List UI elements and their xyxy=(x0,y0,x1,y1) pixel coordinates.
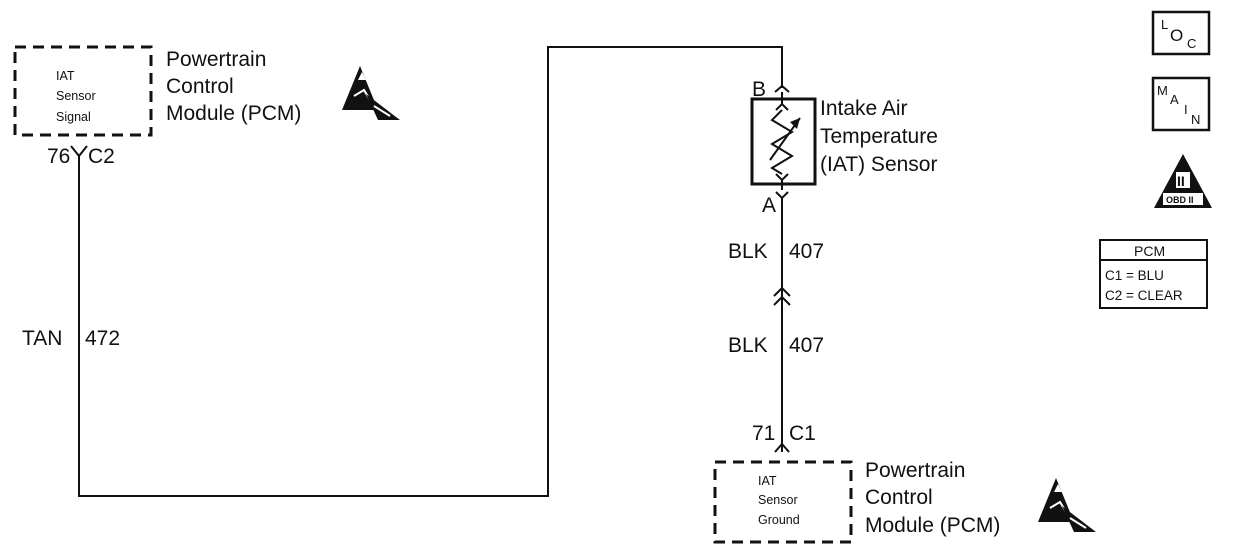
pcm-signal-module: IAT Sensor Signal Powertrain Control Mod… xyxy=(13,45,400,168)
pcm-signal-label-line-3: Module (PCM) xyxy=(166,102,301,125)
iat-label-line-2: Temperature xyxy=(820,125,938,148)
loc-icon: L O C xyxy=(1151,10,1211,56)
loc-icon-letter-c: C xyxy=(1187,36,1196,51)
obd-ii-text: OBD II xyxy=(1166,195,1194,205)
pcm-ground-label-line-1: Powertrain xyxy=(865,459,965,482)
pcm-table-row-1: C1 = BLU xyxy=(1105,268,1164,283)
pcm-signal-connector: C2 xyxy=(88,145,115,168)
signal-wire-circuit: 472 xyxy=(85,327,120,350)
main-icon-letter-a: A xyxy=(1170,92,1179,107)
iat-label-line-3: (IAT) Sensor xyxy=(820,153,937,176)
ground-wire-lower-circuit: 407 xyxy=(789,334,824,357)
loc-icon-letter-l: L xyxy=(1161,17,1168,32)
iat-terminal-a-mark xyxy=(775,191,789,200)
signal-wire-color: TAN xyxy=(22,327,62,350)
pcm-signal-label-line-1: Powertrain xyxy=(166,48,266,71)
iat-label-line-1: Intake Air xyxy=(820,97,908,120)
pcm-ground-label-line-2: Control xyxy=(865,486,933,509)
pcm-ground-pin: 71 xyxy=(752,422,775,445)
pcm-signal-box-line-2: Sensor xyxy=(56,89,96,103)
obd-ii-icon: II OBD II xyxy=(1154,154,1212,208)
iat-inner-arrow-bottom xyxy=(775,173,789,182)
ground-wire-upper-circuit: 407 xyxy=(789,240,824,263)
signal-wire: TAN 472 xyxy=(22,46,783,497)
pcm-signal-label-line-2: Control xyxy=(166,75,234,98)
pcm-signal-box-line-1: IAT xyxy=(56,69,75,83)
iat-inner-arrow-top xyxy=(775,102,789,111)
pcm-signal-dashed-box xyxy=(13,45,153,137)
main-icon-letter-n: N xyxy=(1191,112,1200,127)
pcm-signal-pin: 76 xyxy=(47,145,70,168)
ground-wire: BLK 407 BLK 407 71 C1 xyxy=(728,198,824,453)
pcm-connector-table: PCM C1 = BLU C2 = CLEAR xyxy=(1099,239,1208,309)
iat-terminal-b: B xyxy=(752,78,766,101)
iat-terminal-b-mark xyxy=(774,84,790,93)
loc-icon-letter-o: O xyxy=(1170,26,1183,45)
pcm-ground-connector: C1 xyxy=(789,422,816,445)
main-icon: M A I N xyxy=(1151,76,1211,132)
pcm-ground-box-line-1: IAT xyxy=(758,474,777,488)
esd-warning-icon xyxy=(342,66,400,120)
esd-warning-icon xyxy=(1038,478,1096,532)
pcm-table-row-2: C2 = CLEAR xyxy=(1105,288,1183,303)
iat-variable-arrowhead xyxy=(790,118,800,129)
pcm-ground-box-line-3: Ground xyxy=(758,513,800,527)
signal-wire-path xyxy=(78,46,783,497)
pcm-table-title: PCM xyxy=(1134,243,1165,259)
pcm-signal-box-line-3: Signal xyxy=(56,110,91,124)
ground-wire-lower-color: BLK xyxy=(728,334,768,357)
inline-connector-mark xyxy=(773,286,791,306)
iat-thermistor-zigzag xyxy=(770,109,794,175)
iat-terminal-a: A xyxy=(762,194,776,217)
main-icon-letter-i: I xyxy=(1184,102,1188,117)
obd-ii-numeral: II xyxy=(1177,173,1185,189)
pcm-ground-terminal-mark xyxy=(774,442,790,453)
iat-sensor: B A Intake Air Temperature (IAT) Sensor xyxy=(750,78,938,217)
ground-wire-upper-color: BLK xyxy=(728,240,768,263)
main-icon-letter-m: M xyxy=(1157,83,1168,98)
pcm-ground-label-line-3: Module (PCM) xyxy=(865,514,1000,537)
pcm-ground-box-line-2: Sensor xyxy=(758,493,798,507)
iat-sensor-body xyxy=(750,97,817,186)
pcm-signal-terminal-mark xyxy=(70,145,88,158)
pcm-ground-module: IAT Sensor Ground Powertrain Control Mod… xyxy=(713,459,1096,544)
